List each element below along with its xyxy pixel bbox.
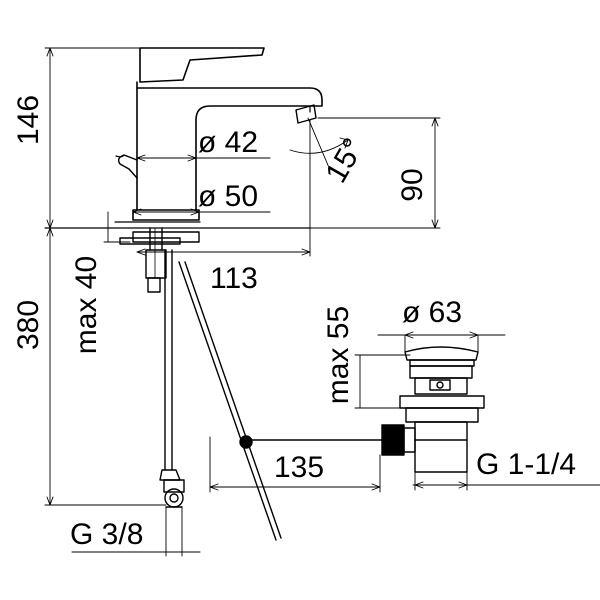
waste-assembly	[239, 346, 485, 473]
swivel-angle-label: 15°	[319, 133, 370, 189]
dimension-lines	[44, 47, 600, 557]
supply-thread-label: G 3/8	[70, 518, 143, 551]
waste-head-diameter-label: ø 63	[402, 296, 462, 329]
total-height-label: 146	[12, 95, 45, 145]
spout-height-label: 90	[396, 168, 429, 201]
max-deck-thickness-label: max 40	[70, 256, 103, 354]
pop-up-rod-length-label: 135	[274, 451, 324, 484]
supply-hose	[159, 249, 185, 508]
mounting-assembly	[119, 227, 200, 293]
pop-up-rod	[178, 261, 282, 541]
base-diameter-top-label: ø 42	[198, 126, 258, 159]
faucet-body	[115, 47, 323, 221]
base-diameter-bottom-label: ø 50	[198, 180, 258, 213]
spout-reach-label: 113	[210, 262, 258, 295]
waste-max-thickness-label: max 55	[322, 306, 355, 404]
supply-length-label: 380	[12, 300, 45, 350]
waste-thread-label: G 1-1/4	[476, 448, 576, 481]
